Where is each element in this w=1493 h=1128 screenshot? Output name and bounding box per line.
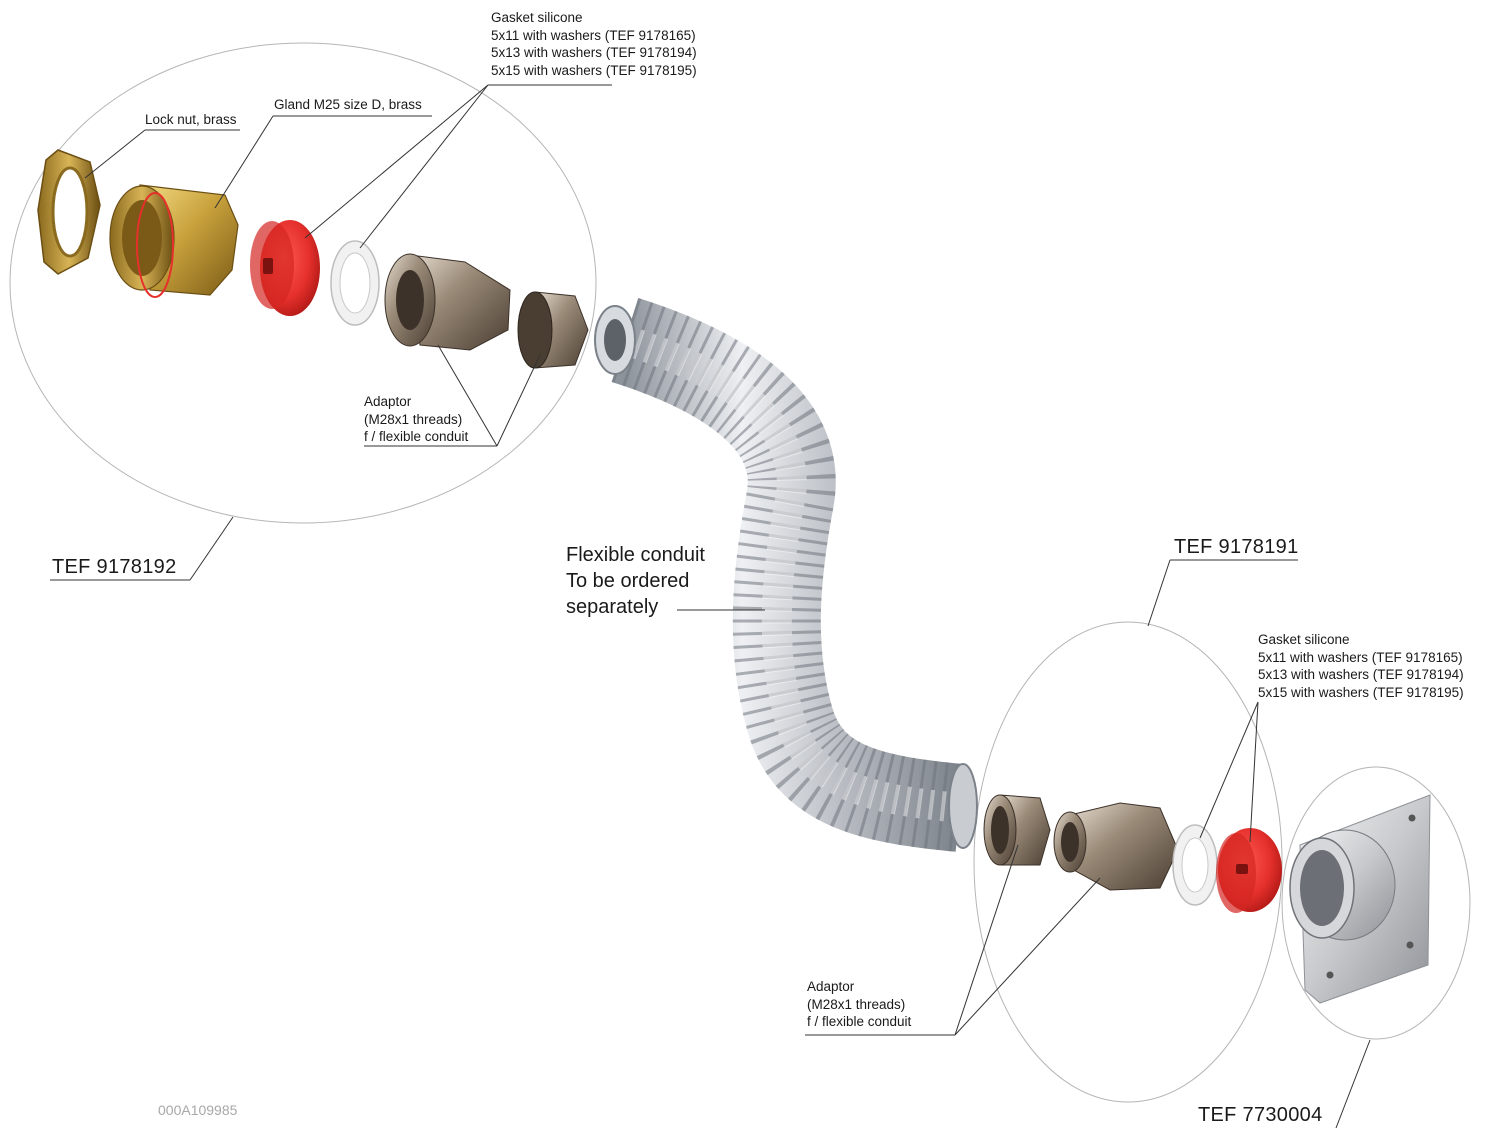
drawing-number: 000A109985 bbox=[158, 1102, 238, 1118]
conduit-note-line-3: separately bbox=[566, 596, 659, 618]
gasket-option-bottom-1: 5x11 with washers (TEF 9178165) bbox=[1258, 649, 1463, 665]
adaptor-top-line-2: (M28x1 threads) bbox=[364, 411, 463, 427]
adaptor-label-bottom: Adaptor (M28x1 threads) f / flexible con… bbox=[807, 978, 911, 1031]
gasket-part-bottom bbox=[1216, 828, 1282, 913]
adaptor-bottom-line-1: Adaptor bbox=[807, 979, 855, 994]
gasket-part-top bbox=[250, 220, 320, 316]
conduit-note-line-2: To be ordered bbox=[566, 570, 690, 592]
flexible-conduit bbox=[594, 298, 978, 852]
gasket-option-top-1: 5x11 with washers (TEF 9178165) bbox=[491, 27, 696, 43]
gasket-label-bottom: Gasket silicone 5x11 with washers (TEF 9… bbox=[1258, 631, 1464, 701]
kit-label-right: TEF 9178191 bbox=[1174, 536, 1299, 558]
gasket-title-top: Gasket silicone bbox=[491, 10, 583, 25]
gasket-option-top-3: 5x15 with washers (TEF 9178195) bbox=[491, 62, 697, 78]
adaptor-part-top bbox=[384, 253, 511, 351]
adaptor-top-line-1: Adaptor bbox=[364, 394, 412, 409]
conduit-note: Flexible conduit To be ordered separatel… bbox=[566, 542, 705, 620]
adaptor-bottom-line-3: f / flexible conduit bbox=[807, 1014, 912, 1029]
washer-part-top bbox=[330, 240, 380, 326]
conduit-note-line-1: Flexible conduit bbox=[566, 544, 705, 566]
gasket-option-top-2: 5x13 with washers (TEF 9178194) bbox=[491, 45, 697, 60]
gasket-option-bottom-3: 5x15 with washers (TEF 9178195) bbox=[1258, 684, 1464, 700]
adaptor-top-line-3: f / flexible conduit bbox=[364, 429, 469, 444]
adaptor-bottom-line-2: (M28x1 threads) bbox=[807, 996, 906, 1012]
gland-part bbox=[109, 184, 239, 298]
lock-nut-part bbox=[37, 149, 101, 275]
kit-label-bracket: TEF 7730004 bbox=[1198, 1104, 1323, 1126]
detail-circle-right bbox=[973, 621, 1283, 1103]
washer-part-bottom bbox=[1172, 824, 1218, 906]
gland-label: Gland M25 size D, brass bbox=[274, 97, 422, 112]
ferrule-part-top bbox=[517, 291, 589, 369]
ferrule-part-bottom bbox=[983, 794, 1051, 866]
detail-circle-bracket bbox=[1281, 766, 1471, 1040]
gasket-title-bottom: Gasket silicone bbox=[1258, 632, 1350, 647]
kit-label-left: TEF 9178192 bbox=[52, 556, 177, 578]
detail-circle-left bbox=[9, 42, 597, 524]
gasket-option-bottom-2: 5x13 with washers (TEF 9178194) bbox=[1258, 667, 1464, 682]
lock-nut-label: Lock nut, brass bbox=[145, 112, 237, 127]
gasket-label-top: Gasket silicone 5x11 with washers (TEF 9… bbox=[491, 9, 697, 79]
bracket-part bbox=[1289, 794, 1431, 1004]
adaptor-part-bottom bbox=[1053, 802, 1179, 891]
adaptor-label-top: Adaptor (M28x1 threads) f / flexible con… bbox=[364, 393, 468, 446]
leader-lines bbox=[50, 84, 1371, 1128]
